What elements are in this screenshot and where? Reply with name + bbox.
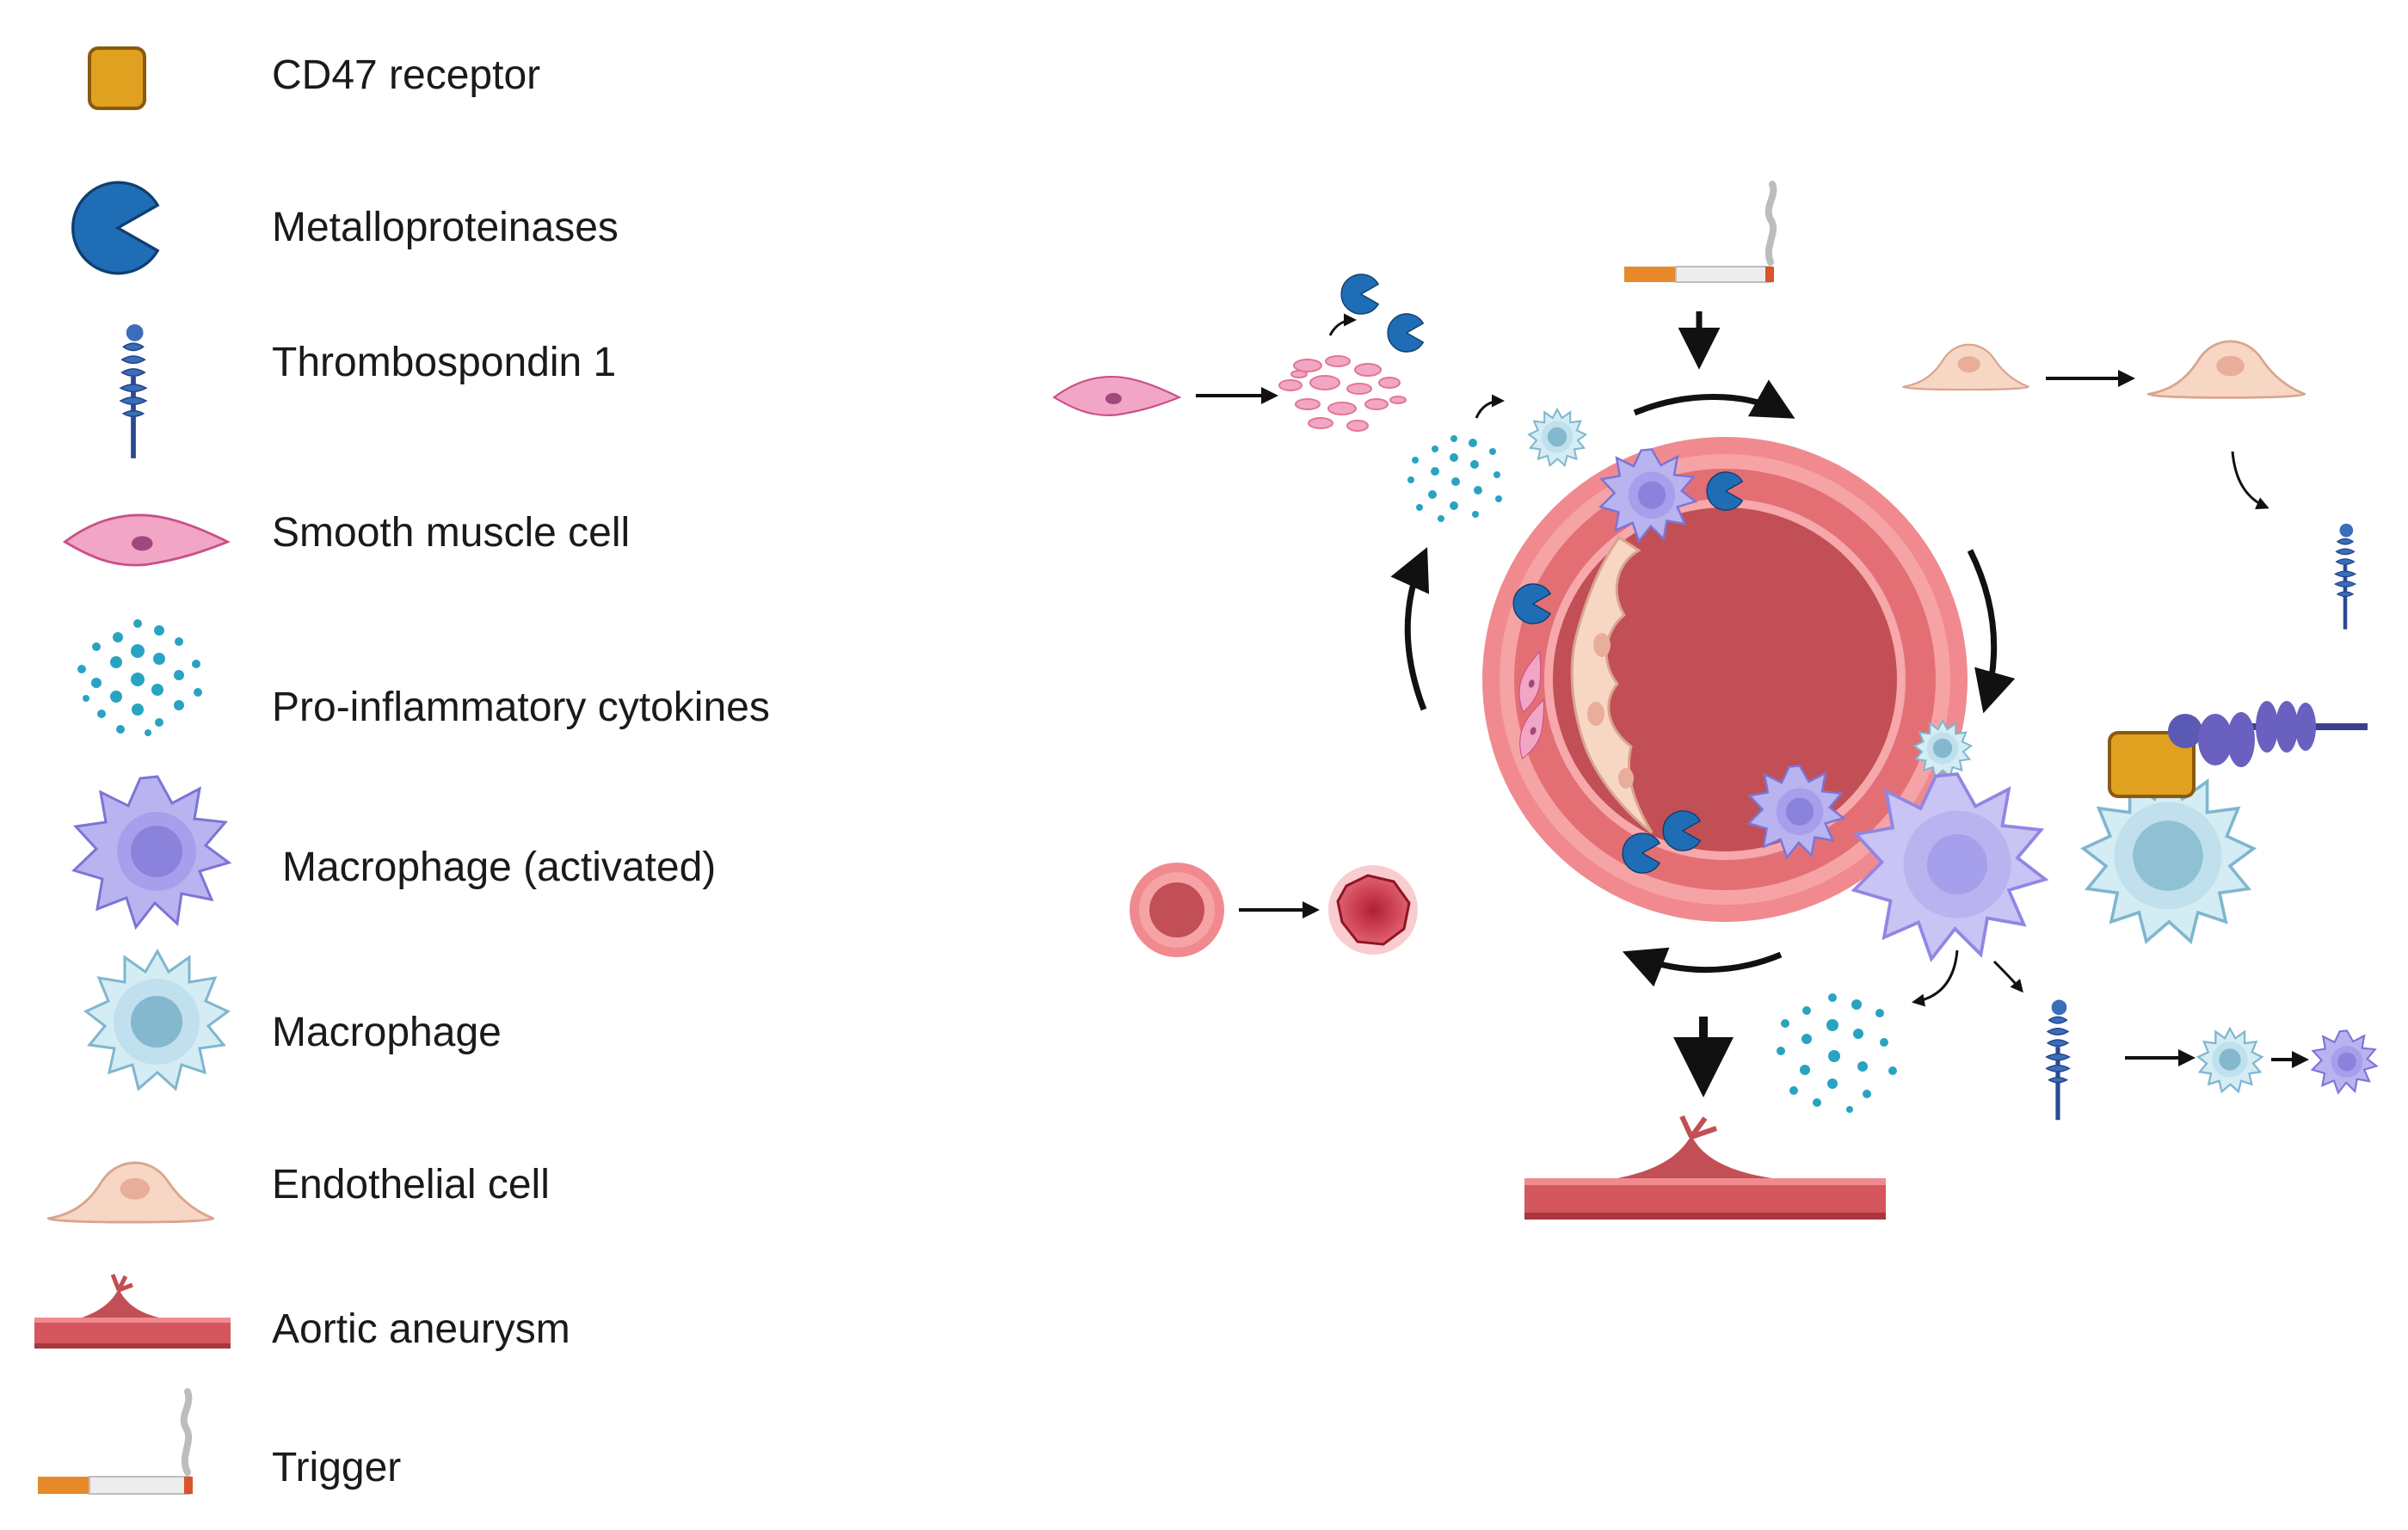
endothelial-path — [1902, 340, 2355, 630]
legend-item-cd47: CD47 receptor — [88, 46, 540, 110]
mmp-released-2 — [1387, 313, 1425, 353]
legend-item-smooth-muscle-cell: Smooth muscle cell — [64, 510, 630, 567]
legend-label-cd47: CD47 receptor — [272, 52, 540, 98]
activated-macrophage-right — [1851, 772, 2049, 962]
legend-item-trigger: Trigger — [38, 1388, 401, 1495]
thrombospondin-bottom — [2047, 999, 2070, 1120]
legend-item-metalloproteinases: Metalloproteinases — [71, 181, 619, 275]
legend-label-aortic-aneurysm: Aortic aneurysm — [272, 1306, 570, 1352]
aorta-cross-section — [1482, 437, 1968, 922]
arrow-cytokines-out — [1475, 394, 1505, 419]
arrow-cycle-right — [1967, 549, 2016, 714]
arrow-cycle-top — [1633, 379, 1795, 419]
legend-item-endothelial-cell: Endothelial cell — [46, 1161, 550, 1224]
arrow-to-cytokines-bottom — [1912, 949, 1959, 1007]
legend-label-activated-macrophage: Macrophage (activated) — [282, 845, 716, 890]
smc-degradation-path — [1053, 273, 1425, 432]
thrombosis-path — [1130, 863, 1418, 957]
macrophage-top — [1527, 407, 1588, 468]
legend-item-activated-macrophage: Macrophage (activated) — [71, 775, 716, 931]
legend-item-aortic-aneurysm: Aortic aneurysm — [34, 1274, 570, 1352]
degraded-smc-fragments — [1278, 355, 1407, 432]
legend-label-cytokines: Pro-inflammatory cytokines — [272, 685, 770, 730]
cytokines-icon — [77, 619, 202, 736]
arrow-cycle-bottom — [1622, 947, 1783, 987]
arrow-to-tsp-bottom — [1992, 960, 2023, 993]
thrombospondin-horizontal — [2168, 701, 2368, 767]
macrophage-icon — [83, 948, 231, 1091]
macrophage-small-right — [1912, 718, 1974, 779]
legend-item-macrophage: Macrophage — [83, 948, 502, 1091]
cd47-tsp1-binding — [2080, 701, 2368, 944]
thrombospondin-released — [2335, 524, 2355, 630]
mmp-released-1 — [1340, 273, 1379, 315]
legend-label-thrombospondin: Thrombospondin 1 — [272, 340, 616, 385]
cd47-receptor-icon — [88, 46, 146, 110]
legend-label-smooth-muscle-cell: Smooth muscle cell — [272, 510, 630, 556]
macrophage-cd47-bound — [2080, 770, 2257, 944]
arrow-cycle-left — [1390, 547, 1430, 711]
activated-macrophage-vessel-bottom — [1746, 765, 1846, 860]
legend-label-endothelial-cell: Endothelial cell — [272, 1162, 550, 1207]
cycle-arrows — [1390, 379, 2016, 987]
cigarette-trigger-icon — [38, 1388, 193, 1495]
legend-item-thrombospondin: Thrombospondin 1 — [120, 324, 616, 458]
legend: CD47 receptor Metalloproteinases Thrombo… — [34, 46, 770, 1495]
cytokines-cluster-bottom — [1777, 993, 1897, 1113]
cd47-receptor-bound — [2108, 731, 2196, 798]
thrombospondin-icon — [120, 324, 146, 458]
metalloproteinase-icon — [71, 181, 159, 275]
legend-label-trigger: Trigger — [272, 1445, 401, 1490]
activated-macrophage-icon — [71, 775, 232, 931]
legend-item-cytokines: Pro-inflammatory cytokines — [77, 619, 770, 736]
endothelial-cell-icon — [46, 1161, 215, 1224]
macrophage-bottom-right — [2196, 1026, 2264, 1094]
cytokines-cluster-top — [1407, 435, 1502, 522]
cigarette-trigger-top — [1624, 181, 1777, 370]
activated-macrophage-bottom-right — [2310, 1029, 2379, 1095]
aortic-aneurysm-icon — [34, 1274, 231, 1349]
smooth-muscle-cell-icon — [64, 513, 229, 567]
aortic-aneurysm-outcome — [1524, 1115, 1886, 1220]
mechanism-diagram — [1053, 181, 2379, 1220]
legend-label-macrophage: Macrophage — [272, 1010, 502, 1055]
activated-macrophage-vessel-top — [1598, 448, 1698, 544]
legend-label-metalloproteinases: Metalloproteinases — [272, 205, 619, 250]
